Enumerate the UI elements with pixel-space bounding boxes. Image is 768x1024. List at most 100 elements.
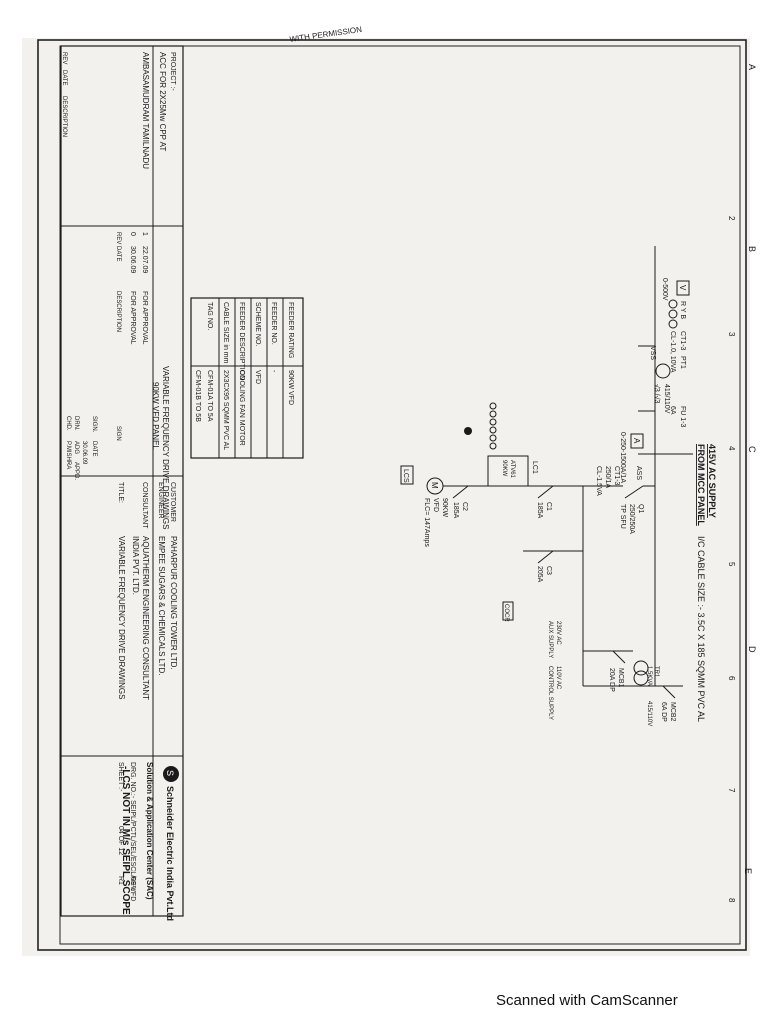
lamp-off-icon xyxy=(489,410,497,418)
lamp-on-icon xyxy=(489,402,497,410)
zone-col-8: 8 xyxy=(727,898,736,903)
mcb2-symbol xyxy=(662,685,676,699)
motor-type: VFD xyxy=(432,498,439,512)
feeder-table-border xyxy=(190,297,304,459)
q1-label: Q1 xyxy=(637,504,644,513)
motor-symbol: M xyxy=(430,482,439,489)
sheet-value: 04 OF 12 xyxy=(117,826,124,855)
consultant-line2: INDIA PVT. LTD. xyxy=(131,536,140,595)
lamp-labels: R Y B xyxy=(679,301,686,319)
project-line1: ACC FOR 2X25Mw CPP AT xyxy=(158,52,167,151)
engineer-value: EMPEE SUGARS & CHEMICALS LTD. xyxy=(157,536,166,675)
feeder-row-label: TAG NO. xyxy=(206,302,213,330)
mcb2-label: MCB2 xyxy=(669,702,676,722)
feeder-row-label: FEEDER RATING xyxy=(287,302,294,358)
rotated-drawing: A B C D E 2 3 4 5 6 7 8 415V AC SUPPLY F… xyxy=(60,45,757,921)
rev-row-1-rev: 1 xyxy=(141,232,148,236)
vss-label: VSS xyxy=(649,346,656,360)
mcb1-symbol xyxy=(612,650,626,664)
vfd-kw: 90KW xyxy=(501,460,507,477)
inner-border xyxy=(59,45,741,945)
mcb1-rating: 20A DP xyxy=(608,668,615,692)
company-sub: Solution & Application Center (SAC) xyxy=(145,762,154,900)
rev-value: R1 xyxy=(117,876,124,885)
voltmeter-icon xyxy=(676,280,690,296)
metering-group: R Y B CT1-3 CL-1.0, 10VA PT1 415/110V √3… xyxy=(595,278,690,496)
incoming-subtitle: FROM MCC PANEL xyxy=(696,444,706,526)
indication-lamps xyxy=(464,402,497,450)
pt-ratio2: √3 /√3 xyxy=(653,384,661,403)
rev-row-2-desc: FOR APPROVAL xyxy=(129,291,136,345)
aux-supply-2: AUX SUPPLY xyxy=(547,621,553,658)
aux-supply-1: 230V AC xyxy=(555,621,561,645)
ct2-ratio: 250/1A xyxy=(604,466,611,489)
ammeter-icon xyxy=(630,433,644,449)
tr-kva: 1.5KVA xyxy=(646,666,652,686)
zone-col-6: 6 xyxy=(727,676,736,681)
lamp-trip-icon xyxy=(489,418,497,426)
zone-row-a: A xyxy=(747,64,757,70)
lamp-r-icon xyxy=(668,299,678,309)
pt-transformer-icon xyxy=(655,363,671,379)
sign-name-1: ADG xyxy=(73,441,79,454)
tr1-coil-2-icon xyxy=(633,670,649,686)
sign-name-2: P.MISHRA xyxy=(65,441,71,469)
project-line2: AMBASAMUDRAM TAMILNADU xyxy=(141,52,150,169)
cocr-box xyxy=(502,601,514,621)
left-strip-date: DATE xyxy=(61,70,67,86)
project-label: PROJECT :- xyxy=(169,52,176,91)
c2-rating: 185A xyxy=(452,502,459,519)
customer-label: CUSTOMER xyxy=(169,482,176,522)
q1-rating2: TP SFU xyxy=(619,504,626,529)
sign-date: 30.06.09 xyxy=(81,441,87,465)
left-strip-desc: DESCRIPTION xyxy=(61,96,67,137)
vfd-box xyxy=(487,455,529,487)
company-name: Schneider Electric India Pvt.Ltd xyxy=(165,786,175,921)
vfd-model: ATV61 xyxy=(509,460,515,479)
ct-label: CT1-3 xyxy=(679,331,686,351)
feeder-row-value: 2X3CX95 SQMM PVC AL xyxy=(222,370,229,450)
pt-label: PT1 xyxy=(679,356,686,369)
engineer-label: ENGINEER xyxy=(157,482,164,519)
lamp-b2-icon xyxy=(489,442,497,450)
motor-icon xyxy=(426,477,444,495)
paper xyxy=(22,38,750,956)
c1-label: C1 xyxy=(545,502,552,511)
rev-row-1-desc: FOR APPROVAL xyxy=(141,291,148,345)
tr1-coil-1-icon xyxy=(633,660,649,676)
feeder-row-value: CFM-01B TO 5B xyxy=(194,370,201,422)
c3-label: C3 xyxy=(545,566,552,575)
lcs-label: LCS xyxy=(402,469,409,483)
scope-note: -LCS NOT IN M/s SEIPL SCOPE xyxy=(120,766,131,915)
lamp-y-icon xyxy=(668,309,678,319)
cocr-label: COCR xyxy=(503,604,509,622)
sign-name-3: - xyxy=(65,462,71,464)
emergency-stop-icon xyxy=(464,427,472,435)
fuse-rating: 6A xyxy=(669,406,676,415)
outer-border xyxy=(37,39,747,951)
c3-symbol xyxy=(537,550,554,564)
zone-col-5: 5 xyxy=(727,562,736,567)
rev-label: REV.: xyxy=(129,876,136,894)
main-switch-symbol xyxy=(583,485,655,499)
busbar-lines xyxy=(638,246,693,686)
feeder-row-value: VFD xyxy=(254,370,261,384)
lc-label: LC1 xyxy=(531,461,538,474)
feeder-table: FEEDER RATING 90KW VFD FEEDER NO. - SCHE… xyxy=(190,297,304,459)
feeder-row-label: FEEDER DESCRIPTION xyxy=(238,302,245,380)
ammeter-range: 0-250-1500A/1A xyxy=(619,432,626,483)
logo-letter: S xyxy=(165,770,175,776)
rev-row-2-date: 30.06.09 xyxy=(129,246,136,273)
scan-caption: Scanned with CamScanner xyxy=(496,992,678,1009)
ass-label: ASS xyxy=(635,466,642,480)
lcs-box xyxy=(400,465,414,485)
zone-col-7: 7 xyxy=(727,788,736,793)
voltmeter-symbol: V xyxy=(678,285,687,291)
motor-kw: 90KW xyxy=(441,498,448,517)
drawing-number: DRG. NO.:- SEIPL/PCTL/SEL/ESCL/09-VFD xyxy=(129,762,136,901)
incoming-cable: I/C CABLE SIZE :- 3.5C X 185 SQMM PVC AL xyxy=(696,536,706,722)
c1-symbol xyxy=(537,485,554,499)
drawing-title: VARIABLE FREQUENCY DRIVE DRAWINGS xyxy=(161,366,170,529)
consultant-label: CONSULTANT xyxy=(141,482,148,529)
title-label: TITLE: xyxy=(117,482,124,503)
